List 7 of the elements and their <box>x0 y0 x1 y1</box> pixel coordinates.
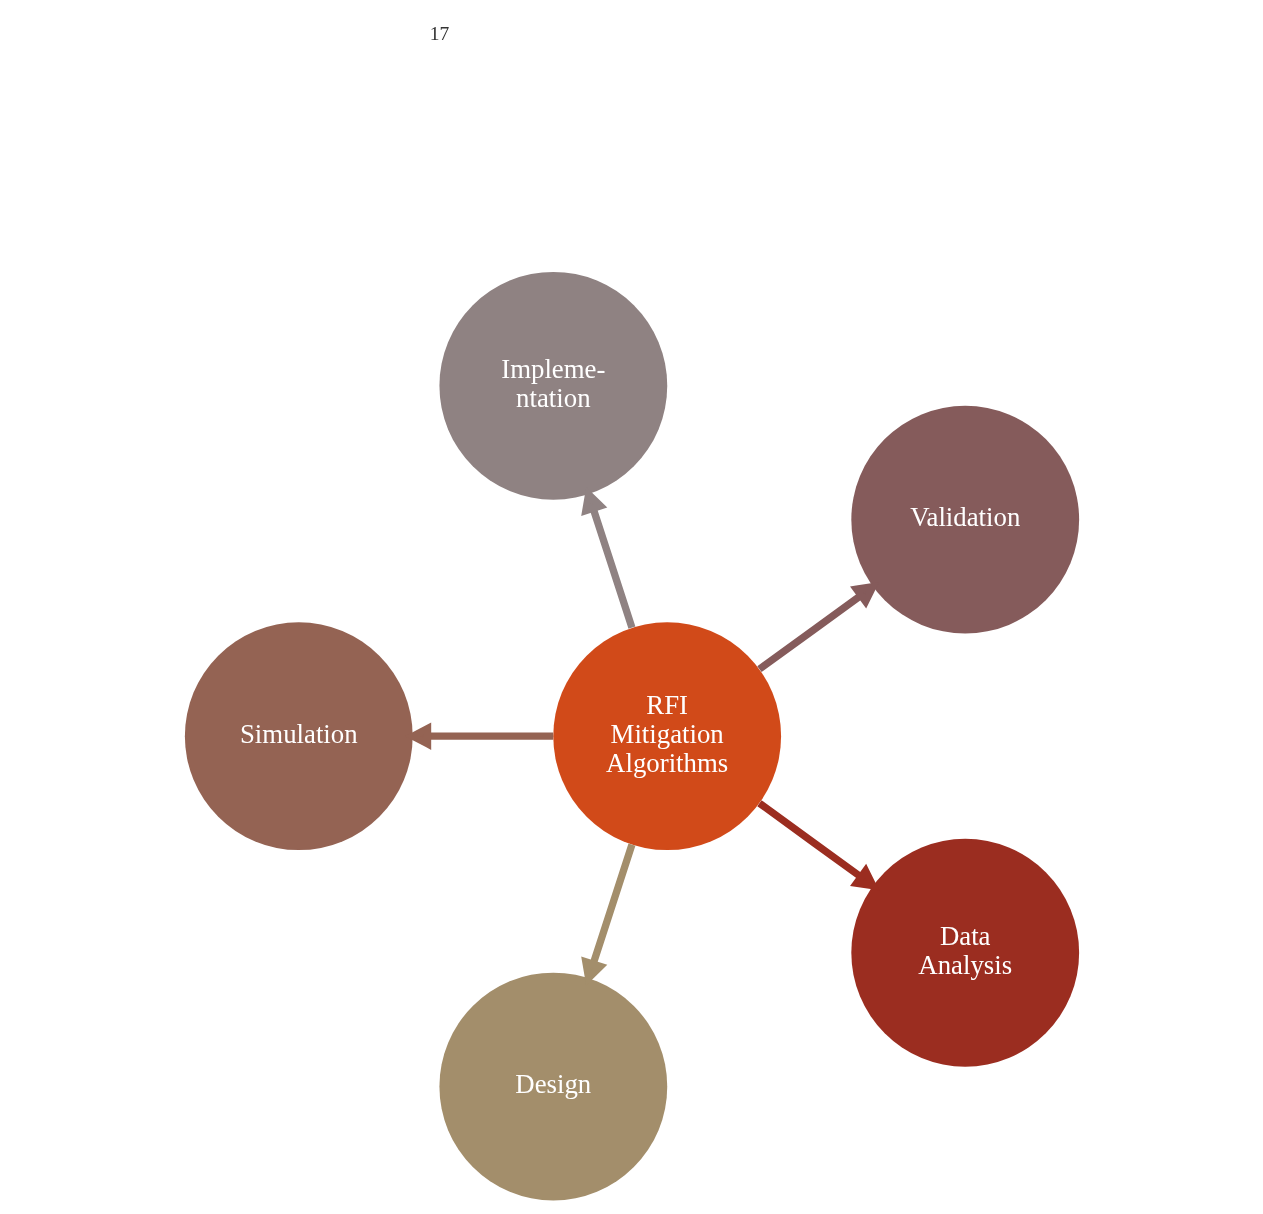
arrow <box>756 800 879 891</box>
node-circle: Design <box>438 972 667 1201</box>
node-circle: RFI Mitigation Algorithms <box>552 622 781 851</box>
node-circle: Simulation <box>184 622 413 851</box>
node-circle: Impleme- ntation <box>438 271 667 500</box>
label: 17 <box>429 23 449 45</box>
arrow <box>756 582 879 673</box>
